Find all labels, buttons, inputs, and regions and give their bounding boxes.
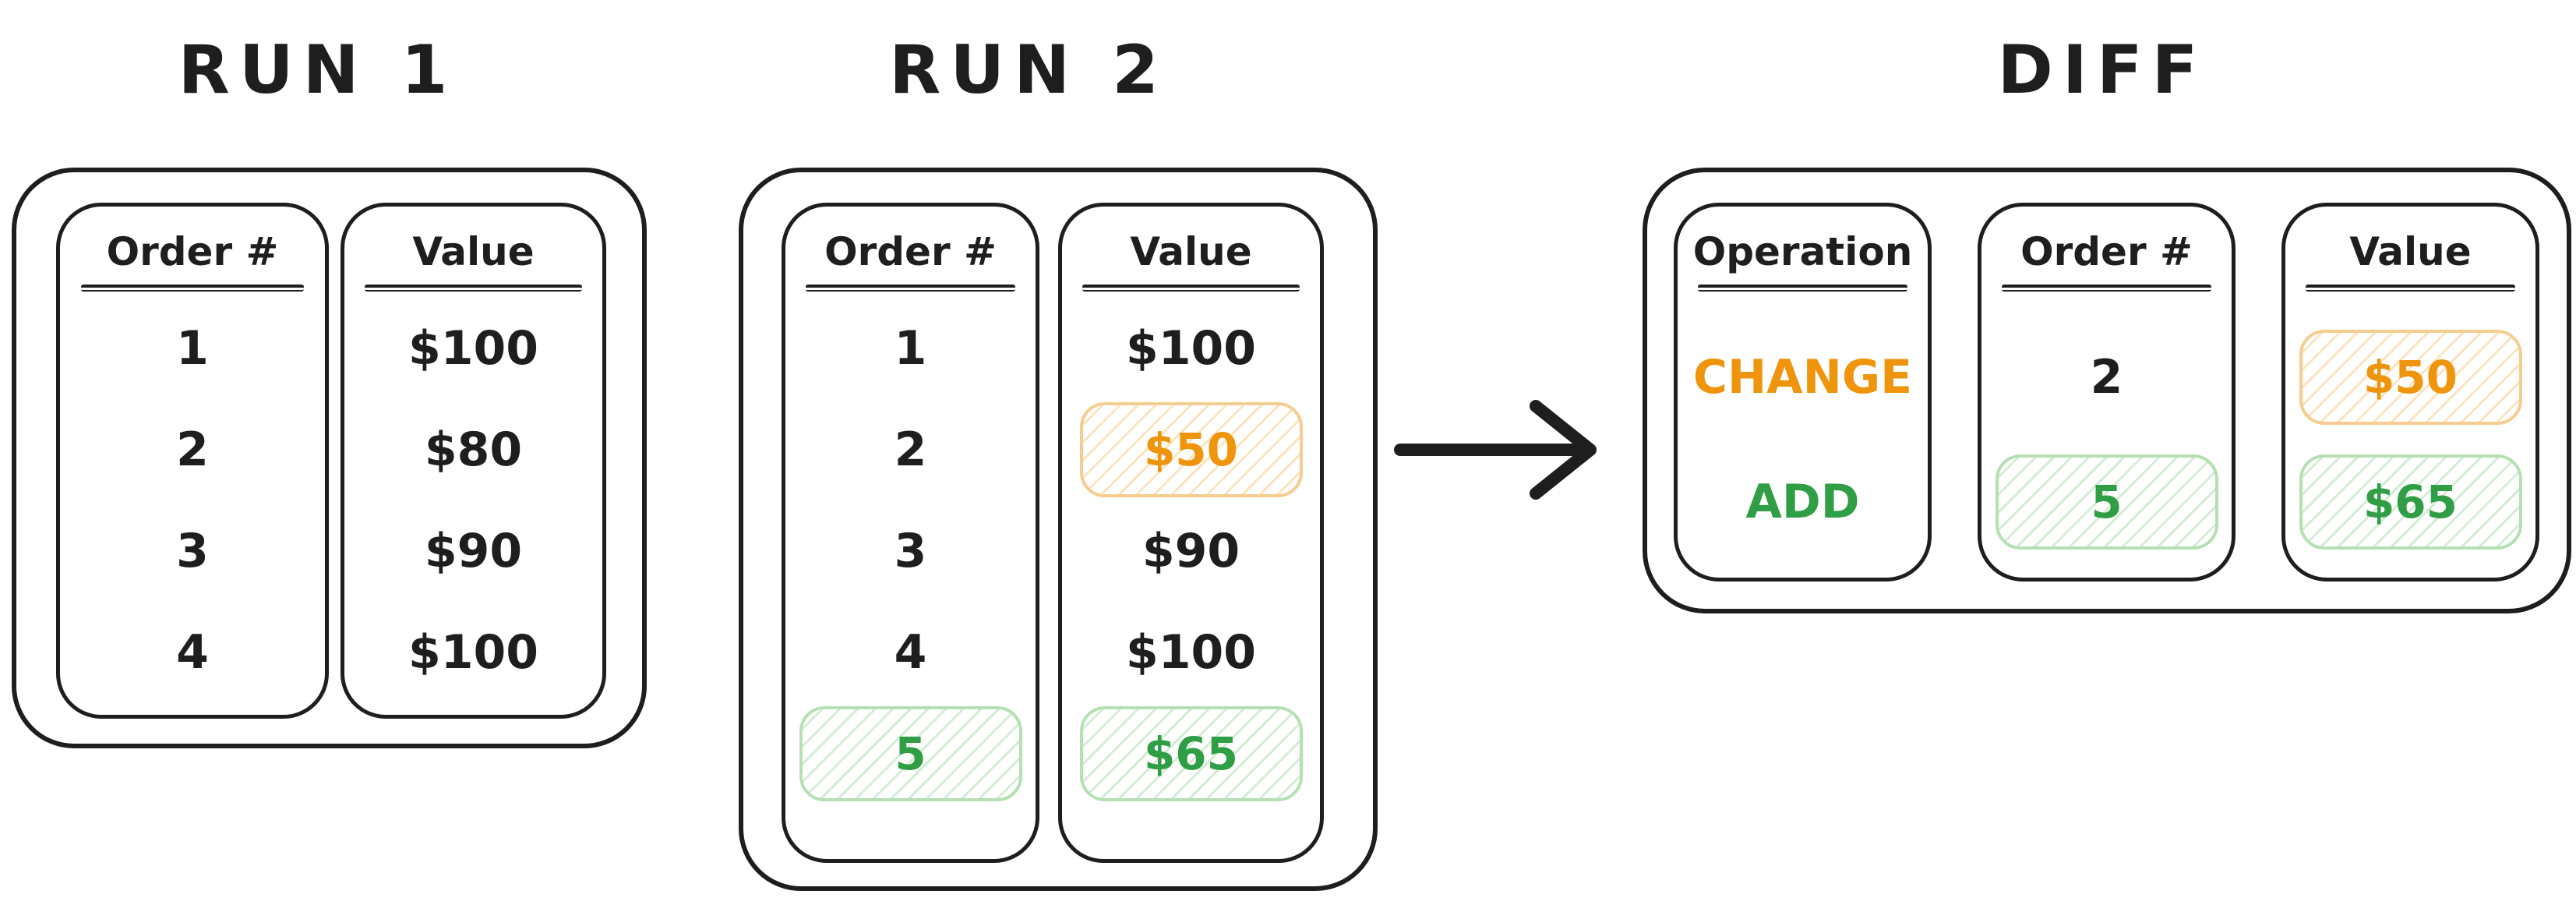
diff-order-rows: 2 5 [1981,315,2232,564]
diff-value-rows: $50 $65 [2285,315,2535,564]
diff-order-column: Order # 2 5 [1978,203,2235,582]
run2-order-cell-2: 2 [894,422,927,477]
diff-value-column: Value $50 $65 [2281,203,2539,582]
run1-order-cell-4: 4 [176,625,209,680]
run2-value-rows: $100 $50 $90 $100 $65 [1062,298,1320,804]
changed-value-highlight-box: $50 [2299,330,2522,425]
run1-order-column: Order # 1 2 3 4 [56,203,329,719]
header-underline [1082,285,1300,292]
run2-order-cell-3: 3 [894,524,927,578]
diff-order-header: Order # [2020,229,2193,274]
run2-order-rows: 1 2 3 4 5 [785,298,1036,804]
changed-value-highlight-box: $50 [1079,402,1303,497]
header-underline [2305,285,2516,292]
header-underline [1697,285,1908,292]
run1-order-rows: 1 2 3 4 [60,298,325,703]
run2-title: RUN 2 [889,31,1168,109]
diff-operation-rows: CHANGE ADD [1678,315,1928,564]
run2-value-cell-2-changed: $50 [1062,399,1320,500]
run1-title: RUN 1 [178,31,457,109]
run2-order-column: Order # 1 2 3 4 5 [782,203,1039,863]
header-underline [805,285,1016,292]
header-underline [2001,285,2212,292]
diff-operation-column: Operation CHANGE ADD [1674,203,1932,582]
run2-order-cell-5-added: 5 [785,703,1036,804]
diff-title: DIFF [1997,31,2207,109]
run2-value-cell-4: $100 [1126,625,1256,680]
run1-value-cell-3: $90 [424,524,523,578]
arrow-right-icon [1394,400,1597,500]
run1-value-cell-1: $100 [408,321,538,376]
diff-operation-add: ADD [1745,475,1860,529]
run2-value-cell-1: $100 [1126,321,1256,376]
run2-value-column: Value $100 $50 $90 $100 $65 [1058,203,1324,863]
run1-order-cell-3: 3 [176,524,209,578]
header-underline [81,285,304,292]
run1-order-header: Order # [106,229,279,274]
run2-value-cell-5-added: $65 [1062,703,1320,804]
diff-order-cell-changed: 2 [2090,350,2123,405]
diff-operation-header: Operation [1692,229,1913,274]
run2-order-cell-4: 4 [894,625,927,680]
diff-value-header: Value [2349,229,2472,274]
run1-value-cell-4: $100 [408,625,538,680]
added-value-highlight-box: $65 [1079,706,1303,801]
run1-value-rows: $100 $80 $90 $100 [344,298,602,703]
added-order-highlight-box: 5 [1995,454,2218,550]
run1-order-cell-2: 2 [176,422,209,477]
diff-value-cell-added: $65 [2285,440,2535,564]
header-underline [365,285,582,292]
diff-operation-change: CHANGE [1692,350,1913,405]
added-order-highlight-box: 5 [799,706,1022,801]
diff-value-cell-changed: $50 [2285,315,2535,440]
run2-value-cell-3: $90 [1142,524,1240,578]
run1-order-cell-1: 1 [176,321,209,376]
run2-order-cell-1: 1 [894,321,927,376]
run1-value-cell-2: $80 [424,422,523,477]
diff-order-cell-added: 5 [1981,440,2232,564]
added-value-highlight-box: $65 [2299,454,2522,550]
run2-order-header: Order # [824,229,997,274]
run1-value-column: Value $100 $80 $90 $100 [341,203,606,719]
run2-value-header: Value [1130,229,1252,274]
run1-value-header: Value [412,229,535,274]
